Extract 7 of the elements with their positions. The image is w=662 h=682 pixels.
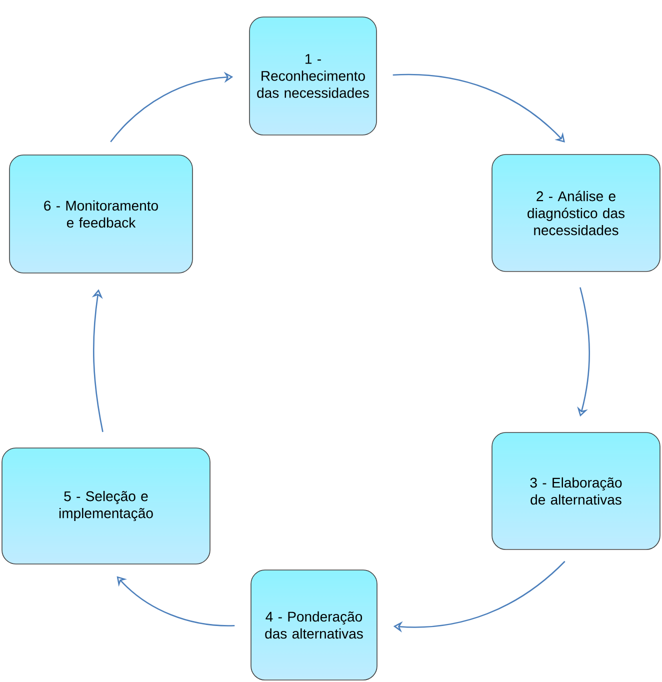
process-box: 2 - Análise e diagnóstico das necessidades xyxy=(492,154,660,272)
process-box: 5 - Seleção e implementação xyxy=(2,448,210,564)
process-box: 3 - Elaboração de alternativas xyxy=(492,432,660,550)
process-box: 1 - Reconhecimento das necessidades xyxy=(249,16,377,136)
process-box: 6 - Monitoramento e feedback xyxy=(9,154,193,274)
arrow xyxy=(392,74,565,142)
process-box: 4 - Ponderação das alternativas xyxy=(250,570,378,680)
